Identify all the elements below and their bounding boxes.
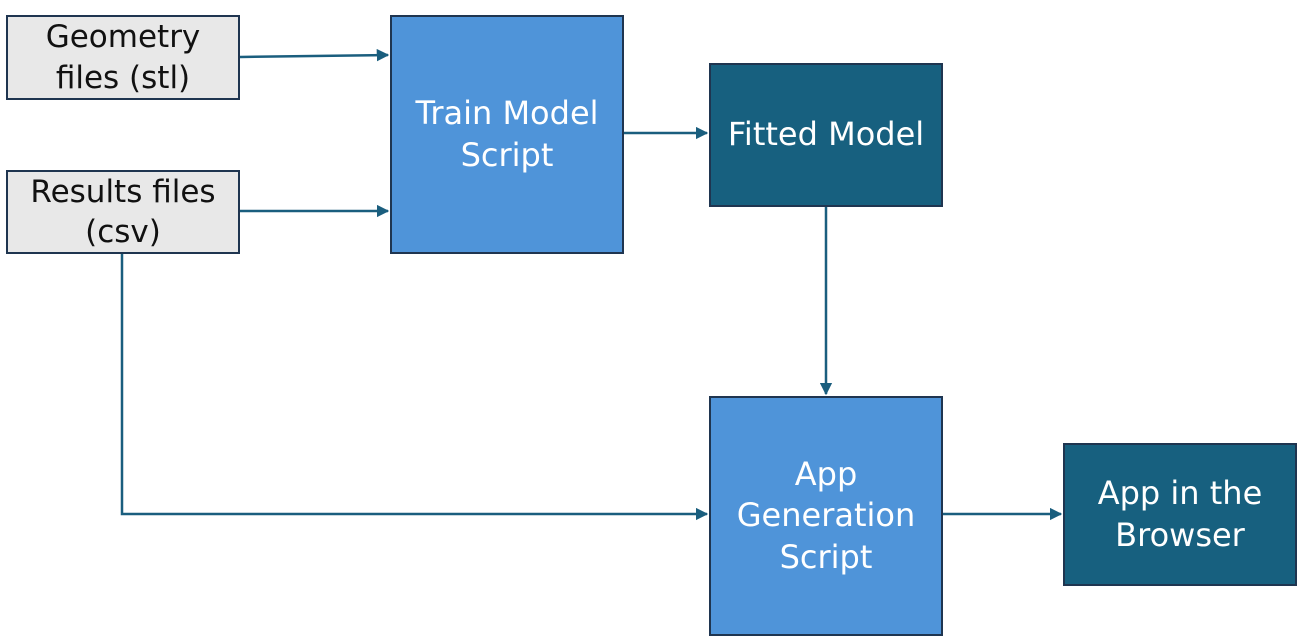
train-model-script-label: Train Model Script xyxy=(415,93,599,174)
train-model-script-node: Train Model Script xyxy=(390,15,624,254)
fitted-model-node: Fitted Model xyxy=(709,63,943,207)
edge-results-to-app-generation xyxy=(120,254,709,521)
app-in-browser-node: App in the Browser xyxy=(1063,443,1297,586)
results-files-node: Results files (csv) xyxy=(6,170,240,254)
app-generation-script-label: App Generation Script xyxy=(736,454,916,576)
results-files-label: Results files (csv) xyxy=(30,173,216,250)
app-in-browser-label: App in the Browser xyxy=(1097,473,1263,554)
edge-geometry-to-train xyxy=(239,48,390,62)
app-generation-script-node: App Generation Script xyxy=(709,396,943,636)
geometry-files-label: Geometry files (stl) xyxy=(45,19,201,96)
fitted-model-label: Fitted Model xyxy=(727,115,925,154)
geometry-files-node: Geometry files (stl) xyxy=(6,15,240,100)
